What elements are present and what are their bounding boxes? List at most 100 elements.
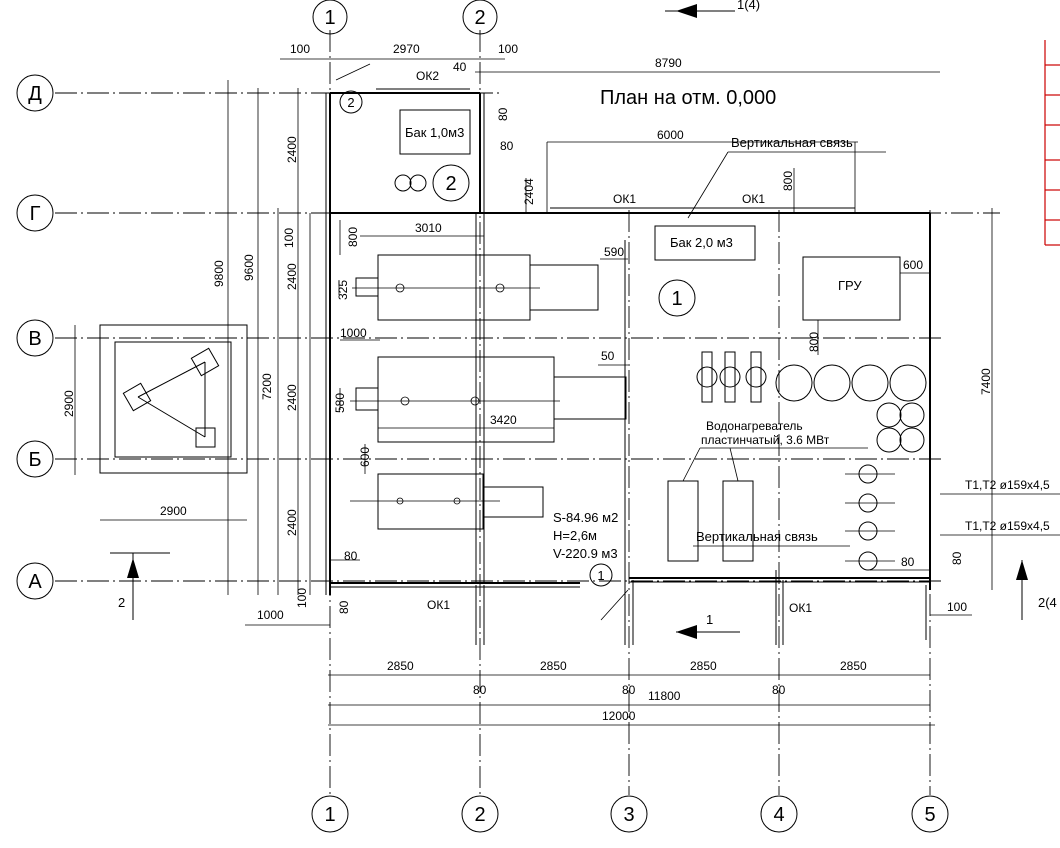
- dim-text: 80: [622, 683, 636, 697]
- svg-text:2: 2: [118, 595, 125, 610]
- pipe-label-1: Т1,Т2 ø159х4,5: [965, 478, 1050, 492]
- opening-ok1-top-b: ОК1: [742, 192, 765, 206]
- dim-text: 2850: [840, 659, 867, 673]
- axis-label: Г: [30, 203, 41, 225]
- pump-group-top: [696, 351, 767, 403]
- svg-text:1(4): 1(4): [737, 0, 760, 12]
- boiler-2: [350, 356, 627, 443]
- dim-text: 2400: [285, 263, 299, 290]
- svg-text:2: 2: [445, 173, 456, 195]
- axis-label: 1: [324, 804, 335, 826]
- tank-small: Бак 1,0м3: [399, 109, 471, 155]
- pump-group-right: [845, 464, 895, 571]
- callout-1-small: 1: [589, 563, 629, 621]
- dim-text: 80: [473, 683, 487, 697]
- dim-text: 3420: [490, 413, 517, 427]
- dimension-lines: [74, 58, 993, 726]
- dim-text: 590: [604, 245, 624, 259]
- axis-bubble-5-bottom: 5: [911, 795, 949, 833]
- axis-label: 2: [474, 804, 485, 826]
- axis-bubble-3-bottom: 3: [610, 795, 648, 833]
- dim-text: 100: [947, 600, 967, 614]
- gru-label: ГРУ: [838, 278, 862, 293]
- dim-text: 2400: [285, 509, 299, 536]
- heater-label-line2: пластинчатый, 3.6 МВт: [701, 433, 830, 447]
- axis-label: 1: [324, 7, 335, 29]
- dim-text: 2900: [62, 390, 76, 417]
- dim-text: 100: [295, 588, 309, 608]
- building-walls: [325, 88, 931, 645]
- dim-text: 80: [772, 683, 786, 697]
- gru-unit: ГРУ: [802, 256, 901, 321]
- room-height: Н=2,6м: [553, 528, 597, 543]
- dim-text: 800: [781, 171, 795, 191]
- dim-text: 7200: [260, 373, 274, 400]
- dim-text: 9600: [242, 254, 256, 281]
- axis-label: 2: [474, 7, 485, 29]
- dim-text: 600: [903, 258, 923, 272]
- chimney-base: [99, 324, 248, 474]
- vertical-link-bottom-label: Вертикальная связь: [696, 529, 818, 544]
- axis-bubble-2-top: 2: [462, 0, 498, 35]
- dim-text: 40: [453, 60, 467, 74]
- callout-1-large: 1: [658, 279, 696, 317]
- svg-text:1: 1: [597, 568, 604, 583]
- dim-text: 80: [950, 551, 964, 565]
- dim-text: 80: [500, 139, 514, 153]
- dim-text: 80: [344, 549, 358, 563]
- axis-label: Б: [28, 449, 41, 471]
- dimension-texts: 100 2970 100 40 8790 80 80 6000 2404 800…: [62, 42, 993, 723]
- dim-text: 12000: [602, 709, 636, 723]
- dim-text: 9800: [212, 260, 226, 287]
- axis-bubble-2-bottom: 2: [461, 795, 499, 833]
- boiler-3: [350, 473, 544, 530]
- dim-text: 50: [601, 349, 615, 363]
- axis-bubble-D: Д: [16, 74, 54, 112]
- callout-2-small: 2: [335, 63, 371, 114]
- dim-text: 7400: [979, 368, 993, 395]
- dim-text: 2400: [285, 384, 299, 411]
- dim-text: 1000: [257, 608, 284, 622]
- section-marker-left: 2: [110, 552, 170, 620]
- dim-text: 600: [358, 447, 372, 467]
- dim-text: 800: [346, 227, 360, 247]
- dim-text: 6000: [657, 128, 684, 142]
- tank-large-label: Бак 2,0 м3: [670, 235, 733, 250]
- section-marker-top: 1(4): [665, 0, 760, 18]
- axis-label: Д: [28, 83, 42, 105]
- callout-2-large: 2: [432, 164, 470, 202]
- dim-text: 3010: [415, 221, 442, 235]
- heater-label-line1: Водонагреватель: [706, 419, 803, 433]
- dim-text: 325: [336, 280, 350, 300]
- dim-text: 1000: [340, 326, 367, 340]
- room-area: S-84.96 м2: [553, 510, 618, 525]
- section-marker-right: 2(4: [1016, 560, 1057, 620]
- dim-text: 580: [333, 393, 347, 413]
- axis-label: В: [28, 328, 41, 350]
- axis-label: 4: [773, 804, 784, 826]
- plan-title: План на отм. 0,000: [600, 87, 776, 109]
- opening-ok2: ОК2: [416, 69, 439, 83]
- axis-lines: [55, 30, 1000, 795]
- dim-text: 80: [337, 600, 351, 614]
- dim-text: 2850: [540, 659, 567, 673]
- dim-text: 11800: [648, 689, 681, 703]
- pipe-label-2: Т1,Т2 ø159х4,5: [965, 519, 1050, 533]
- axis-bubble-1-bottom: 1: [311, 795, 349, 833]
- tank-small-label: Бак 1,0м3: [405, 125, 464, 140]
- axis-bubble-B: Б: [16, 440, 54, 478]
- vertical-link-top-leader: [687, 151, 729, 219]
- boiler-1: [352, 254, 599, 321]
- svg-text:2(4: 2(4: [1038, 595, 1057, 610]
- title-block-frame: [1044, 40, 1060, 246]
- dim-text: 8790: [655, 56, 682, 70]
- opening-ok1-bottom-b: ОК1: [789, 601, 812, 615]
- tank-large: Бак 2,0 м3: [654, 225, 756, 261]
- dim-text: 2400: [285, 136, 299, 163]
- dim-text: 80: [496, 107, 510, 121]
- opening-ok1-top-a: ОК1: [613, 192, 636, 206]
- vertical-link-top-label: Вертикальная связь: [731, 135, 853, 150]
- axis-bubble-1-top: 1: [312, 0, 348, 35]
- svg-text:1: 1: [671, 288, 682, 310]
- dim-text: 2850: [690, 659, 717, 673]
